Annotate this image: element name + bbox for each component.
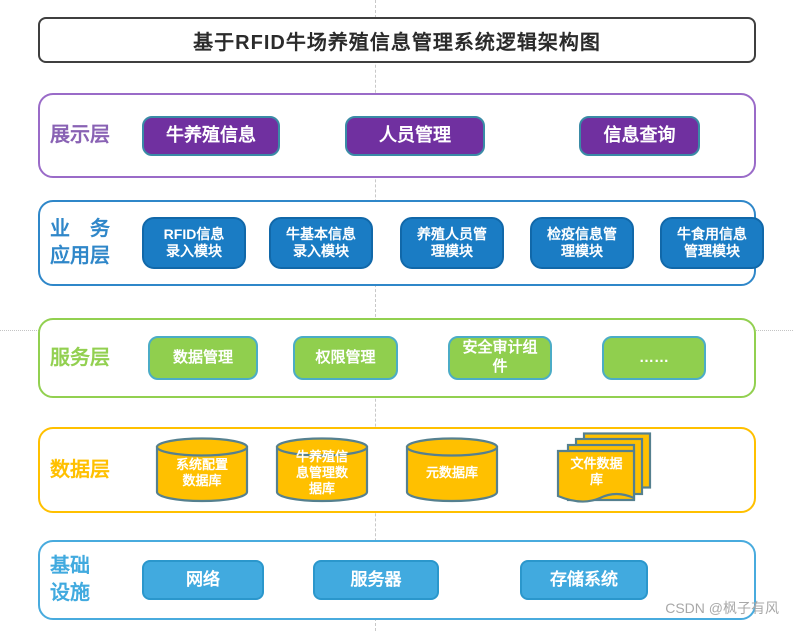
service-data-management: 数据管理: [148, 336, 258, 380]
database-cattle-breeding-info: 牛养殖信 息管理数 据库: [275, 437, 369, 503]
diagram-title: 基于RFID牛场养殖信息管理系统逻辑架构图: [38, 17, 756, 63]
database-cylinder-icon: [405, 437, 499, 503]
database-cylinder-icon: [275, 437, 369, 503]
layer-data-label: 数据层: [50, 458, 110, 481]
database-system-config: 系统配置 数据库: [155, 437, 249, 503]
module-cattle-food-info-management: 牛食用信息 管理模块: [660, 217, 764, 269]
module-info-query: 信息查询: [579, 115, 700, 156]
database-system-config-label: 系统配置 数据库: [175, 456, 228, 488]
module-personnel-management: 人员管理: [345, 115, 485, 156]
database-metadata: 元数据库: [405, 437, 499, 503]
layer-infrastructure: 基础 设施 网络 服务器 存储系统: [38, 540, 756, 620]
module-breeder-management: 养殖人员管 理模块: [400, 217, 504, 269]
module-rfid-info-entry: RFID信息 录入模块: [142, 217, 246, 269]
layer-service: 服务层 数据管理 权限管理 安全审计组 件 ……: [38, 318, 756, 398]
service-permission-management: 权限管理: [293, 336, 398, 380]
database-file: 文件数据 库: [550, 432, 657, 508]
layer-presentation: 展示层 牛养殖信息 人员管理 信息查询: [38, 93, 756, 178]
database-metadata-label: 元数据库: [425, 464, 478, 480]
layer-presentation-items: 牛养殖信息 人员管理 信息查询: [142, 95, 754, 176]
layer-business-application: 业 务 应用层 RFID信息 录入模块 牛基本信息 录入模块 养殖人员管 理模块…: [38, 200, 764, 286]
infra-storage-system: 存储系统: [520, 560, 648, 600]
service-ellipsis: ……: [602, 336, 706, 380]
layer-infrastructure-label: 基础 设施: [50, 555, 90, 604]
watermark: CSDN @枫子有风: [665, 600, 779, 616]
document-stack-icon: [556, 432, 652, 503]
layer-service-items: 数据管理 权限管理 安全审计组 件 ……: [142, 320, 754, 396]
module-quarantine-info-management: 检疫信息管 理模块: [530, 217, 634, 269]
infra-server: 服务器: [313, 560, 439, 600]
layer-business-application-items: RFID信息 录入模块 牛基本信息 录入模块 养殖人员管 理模块 检疫信息管 理…: [142, 202, 764, 284]
vertical-dashed-guide: [375, 0, 376, 631]
infra-network: 网络: [142, 560, 264, 600]
diagram-title-text: 基于RFID牛场养殖信息管理系统逻辑架构图: [193, 31, 601, 54]
layer-data-items: 系统配置 数据库 牛养殖信 息管理数 据库 元数据库: [142, 429, 754, 511]
module-cattle-basic-info-entry: 牛基本信息 录入模块: [269, 217, 373, 269]
layer-service-label: 服务层: [50, 346, 110, 369]
layer-presentation-label: 展示层: [50, 124, 110, 146]
database-cylinder-icon: [155, 437, 249, 503]
layer-infrastructure-items: 网络 服务器 存储系统: [142, 542, 754, 618]
layer-business-application-label: 业 务 应用层: [50, 218, 110, 267]
module-cattle-breeding-info: 牛养殖信息: [142, 115, 280, 156]
database-cattle-breeding-info-label: 牛养殖信 息管理数 据库: [295, 448, 348, 497]
layer-data: 数据层 系统配置 数据库 牛养殖信 息管理数 据库: [38, 427, 756, 513]
service-security-audit-component: 安全审计组 件: [448, 336, 552, 380]
database-file-label: 文件数据 库: [570, 455, 623, 487]
